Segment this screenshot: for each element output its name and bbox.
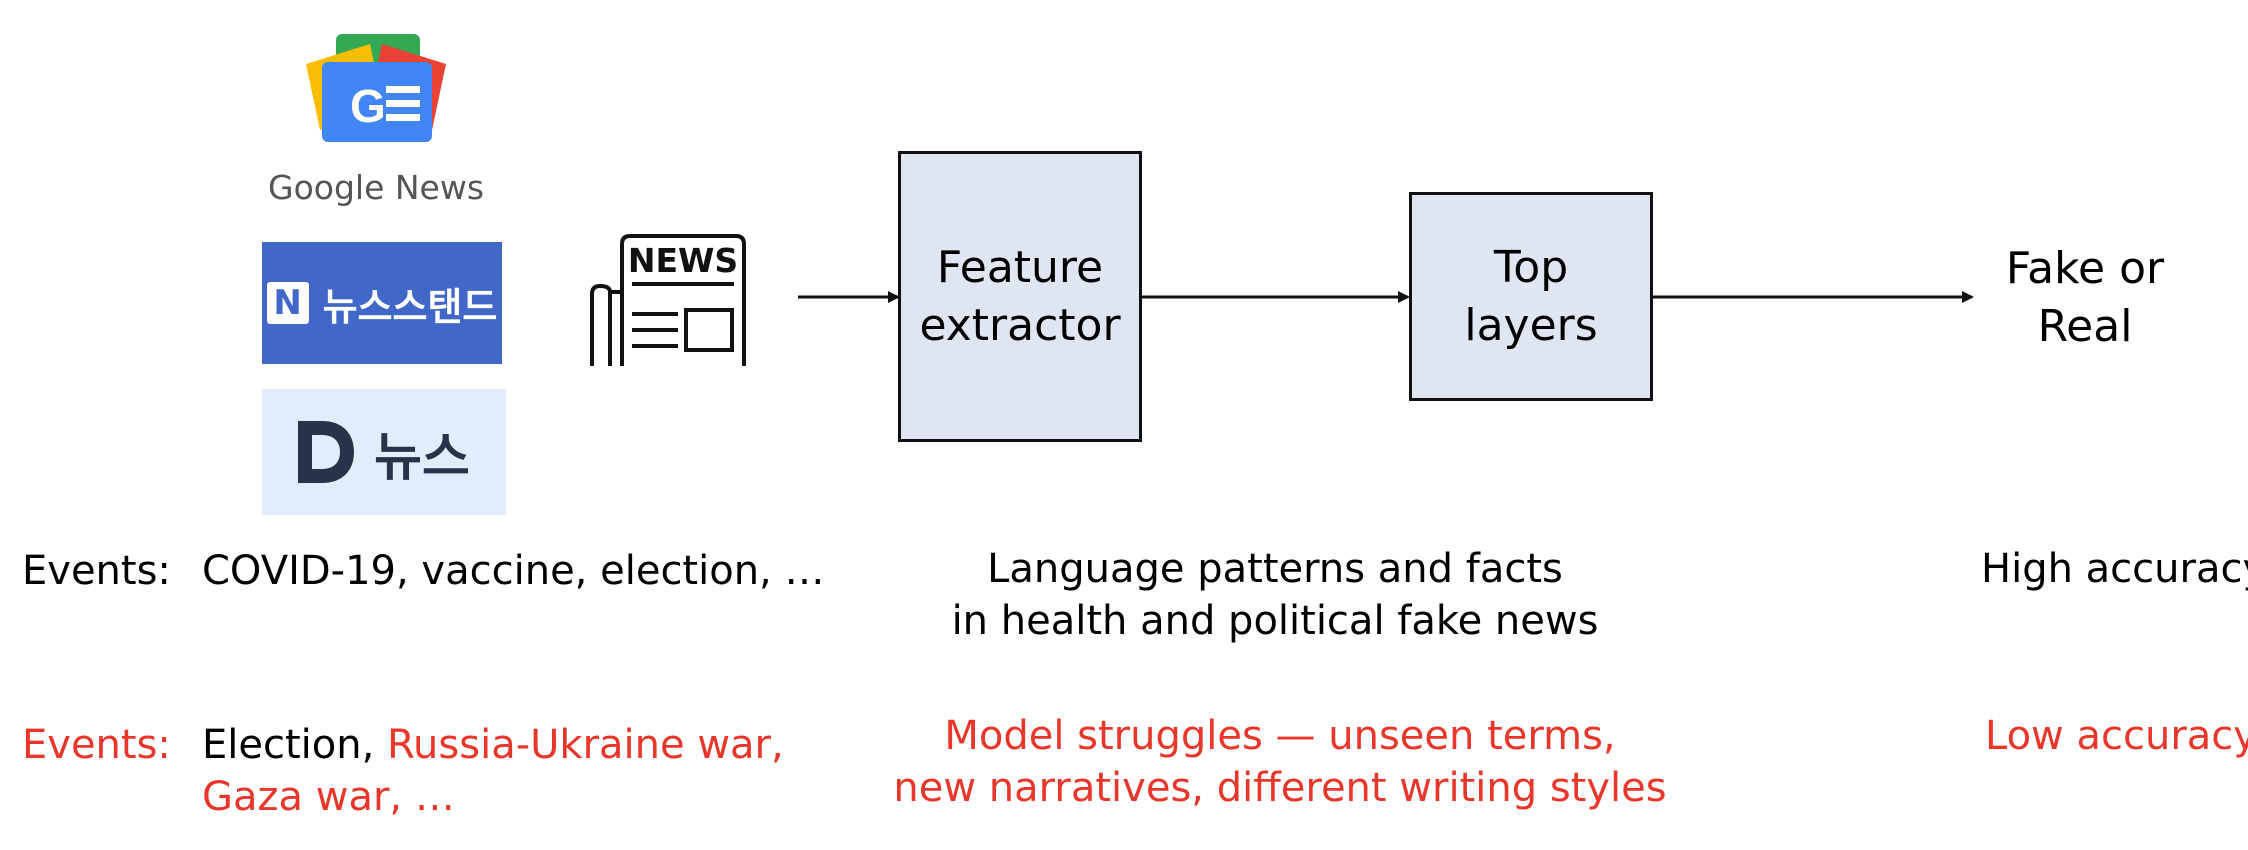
daum-label: 뉴스 [374, 427, 470, 488]
row1-middle-line1: Language patterns and facts [987, 546, 1563, 592]
feature-extractor-line1: Feature [936, 241, 1104, 293]
row2-middle-line1: Model struggles — unseen terms, [944, 713, 1616, 759]
daum-d-icon [298, 421, 355, 483]
row2-events-plain: Election, [202, 722, 388, 768]
google-news-label: Google News [268, 168, 485, 207]
row2-accuracy: Low accuracy [1985, 713, 2248, 759]
row2-events-red2: Gaza war, … [202, 774, 455, 820]
row2-events-label: Events: [22, 722, 171, 768]
row1-accuracy: High accuracy [1981, 546, 2248, 592]
feature-extractor-line2: extractor [919, 299, 1121, 351]
row2-events-text: Election, Russia-Ukraine war, Gaza war, … [202, 719, 784, 823]
newspaper-label: NEWS [628, 241, 738, 280]
top-layers-line2: layers [1464, 299, 1598, 351]
output-line1: Fake or [2005, 243, 2165, 294]
svg-text:G: G [350, 80, 386, 132]
naver-newsstand-logo: N 뉴스스탠드 [262, 242, 502, 364]
newspaper-icon: NEWS [590, 234, 746, 366]
row1-events-label: Events: [22, 548, 171, 594]
feature-extractor-box: Feature extractor [898, 151, 1142, 442]
row1-events-text: COVID-19, vaccine, election, … [202, 548, 825, 594]
top-layers-box: Top layers [1409, 192, 1653, 401]
row1-middle-text: Language patterns and facts in health an… [900, 543, 1650, 647]
naver-label: 뉴스스탠드 [322, 284, 498, 329]
output-label: Fake or Real [1960, 240, 2210, 356]
daum-news-logo: 뉴스 [262, 389, 506, 515]
naver-n-icon: N [266, 282, 309, 324]
output-line2: Real [2037, 301, 2133, 352]
row1-middle-line2: in health and political fake news [951, 598, 1599, 644]
row2-middle-line2: new narratives, different writing styles [893, 765, 1667, 811]
google-news-icon: G [306, 34, 446, 142]
top-layers-line1: Top [1493, 241, 1569, 293]
row2-middle-text: Model struggles — unseen terms, new narr… [880, 710, 1680, 814]
row2-events-red1: Russia-Ukraine war, [387, 722, 784, 768]
